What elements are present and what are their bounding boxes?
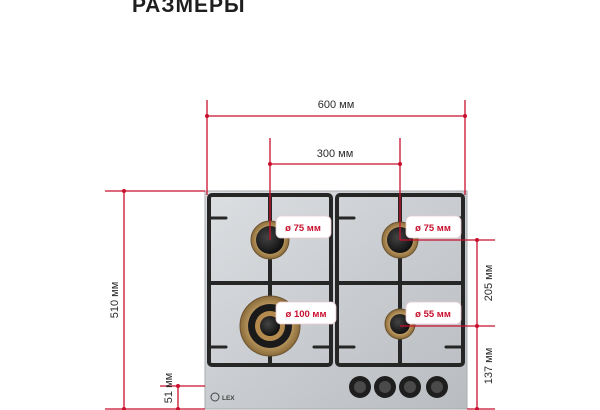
badge-top-left-label: ø 75 мм <box>285 223 321 234</box>
dim-knob-label: 51 мм <box>163 373 175 403</box>
knob-3 <box>399 376 421 398</box>
dim-right-lower-label: 137 мм <box>483 348 495 385</box>
dim-depth-label: 510 мм <box>109 282 121 319</box>
knob-2 <box>374 376 396 398</box>
dim-spacing-label: 300 мм <box>317 148 354 160</box>
knob-4 <box>426 376 448 398</box>
page-title: РАЗМЕРЫ <box>132 0 246 17</box>
badge-bottom-left: ø 100 мм <box>275 301 337 325</box>
badge-bottom-left-label: ø 100 мм <box>286 309 327 320</box>
badge-bottom-right: ø 55 мм <box>405 301 462 325</box>
badge-top-right-label: ø 75 мм <box>415 223 451 234</box>
control-knobs <box>349 376 448 398</box>
brand-label: LEX <box>222 395 235 402</box>
badge-top-right: ø 75 мм <box>405 215 462 239</box>
badge-bottom-right-label: ø 55 мм <box>415 309 451 320</box>
dim-width-label: 600 мм <box>318 99 355 111</box>
dim-right-upper-label: 205 мм <box>483 265 495 302</box>
dim-ticks <box>122 114 479 410</box>
brand-logo: LEX <box>210 392 235 402</box>
knob-1 <box>349 376 371 398</box>
badge-top-left: ø 75 мм <box>275 215 332 239</box>
